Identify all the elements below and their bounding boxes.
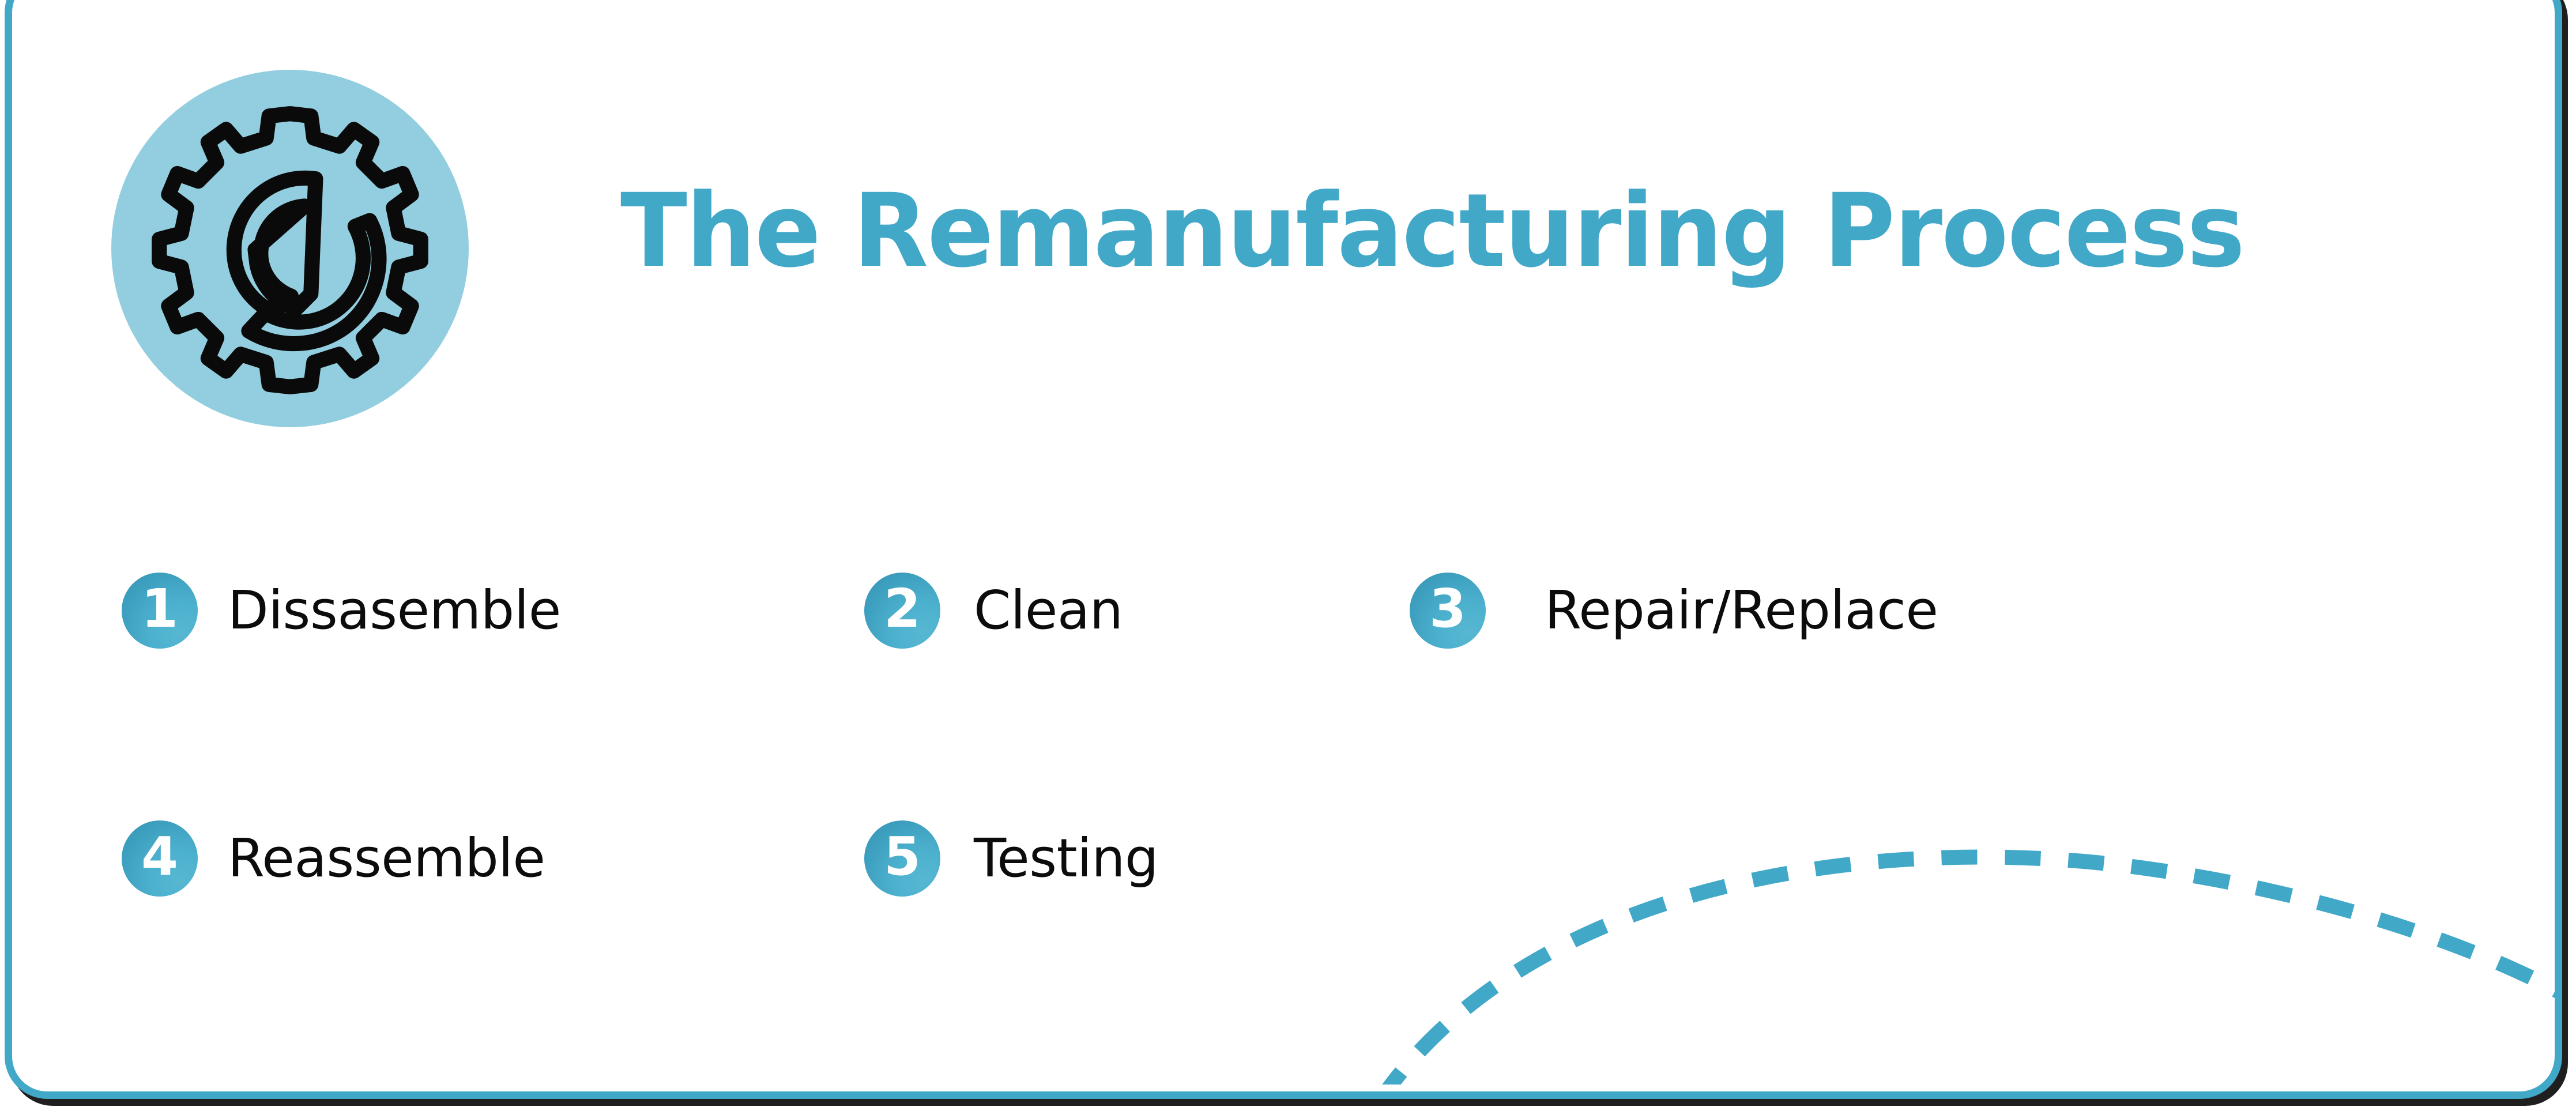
step-item-5[interactable]: 5 Testing — [864, 820, 1158, 897]
step-label-1: Dissasemble — [228, 579, 561, 641]
step-number-5: 5 — [883, 826, 921, 887]
step-label-3: Repair/Replace — [1545, 579, 1938, 641]
step-number-4: 4 — [141, 826, 178, 887]
step-label-5: Testing — [974, 827, 1158, 889]
steps-list: 1 Dissasemble 2 Clean 3 Repair/Replace 4… — [12, 0, 2555, 1091]
step-label-2: Clean — [974, 579, 1123, 641]
step-badge-4: 4 — [122, 820, 198, 897]
step-badge-2: 2 — [864, 573, 940, 649]
step-badge-5: 5 — [864, 820, 940, 897]
page-title: The Remanufacturing Process — [620, 172, 2245, 290]
step-item-2[interactable]: 2 Clean — [864, 573, 1123, 649]
step-number-3: 3 — [1429, 578, 1466, 639]
step-badge-1: 1 — [122, 573, 198, 649]
step-number-1: 1 — [141, 578, 178, 639]
step-badge-3: 3 — [1410, 573, 1486, 649]
step-item-4[interactable]: 4 Reassemble — [122, 820, 545, 897]
step-item-3[interactable]: 3 Repair/Replace — [1410, 573, 1938, 649]
header: The Remanufacturing Process — [12, 0, 2555, 427]
gear-wrench-icon — [111, 70, 469, 427]
step-item-1[interactable]: 1 Dissasemble — [122, 573, 561, 649]
step-number-2: 2 — [883, 578, 921, 639]
infographic-card: The Remanufacturing Process 1 Dissasembl… — [5, 0, 2562, 1099]
step-label-4: Reassemble — [228, 827, 545, 889]
gear-wrench-glyph — [152, 106, 428, 394]
